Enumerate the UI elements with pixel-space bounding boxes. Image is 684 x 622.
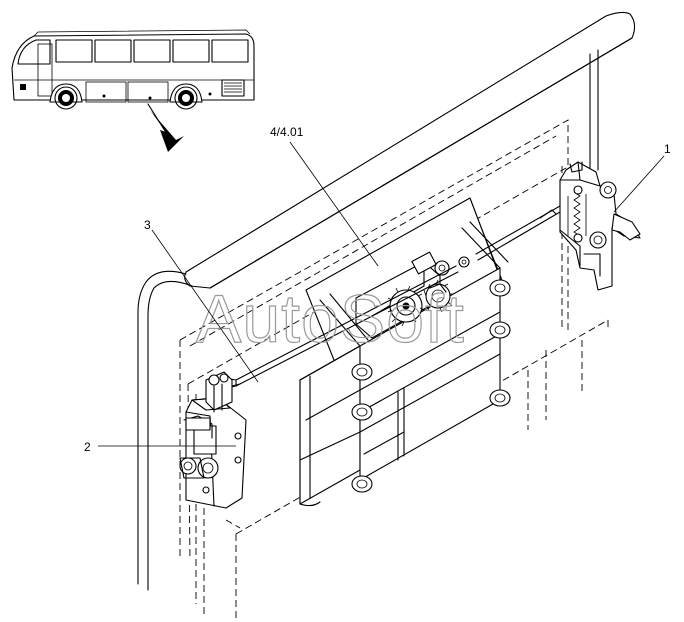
- callout-part-1: 1: [664, 142, 671, 156]
- body-frame: [137, 11, 636, 591]
- watermark-text: AutoSoft: [196, 281, 465, 357]
- callout-part-3: 3: [144, 218, 151, 232]
- left-latch: [179, 371, 247, 509]
- leader-lines: [98, 141, 665, 447]
- callout-part-4: 4/4.01: [270, 125, 304, 139]
- location-arrow-icon: [147, 103, 184, 152]
- right-latch: [559, 161, 641, 291]
- callout-part-2: 2: [84, 440, 91, 454]
- gear-assembly: [355, 251, 470, 339]
- connecting-rod: [223, 205, 561, 389]
- bus-thumbnail: [11, 29, 255, 110]
